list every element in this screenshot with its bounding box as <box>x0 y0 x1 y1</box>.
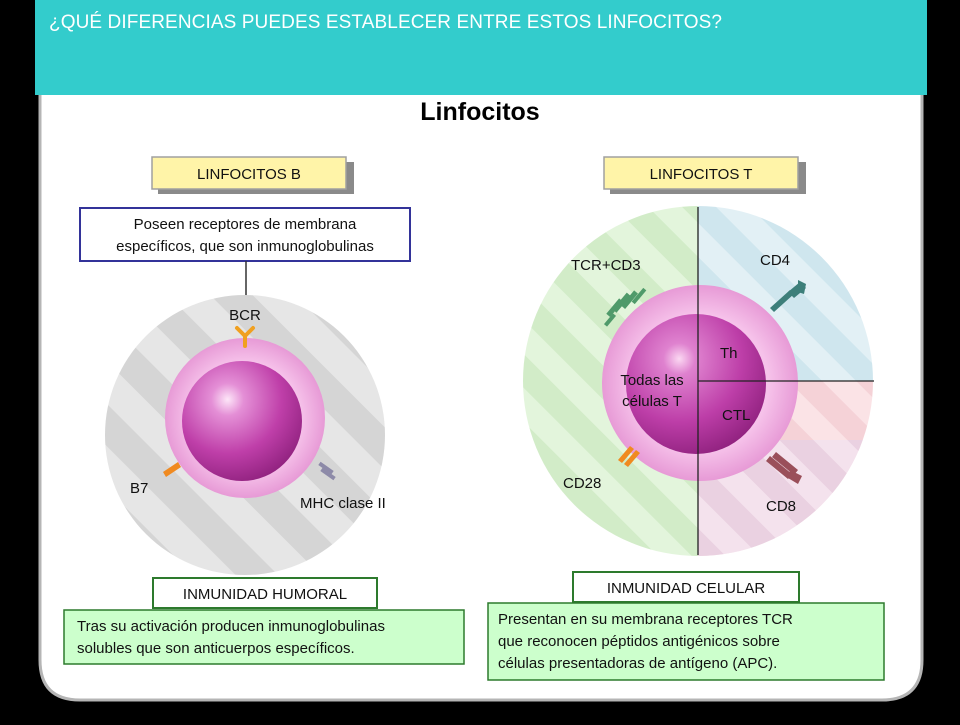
bcr-label: BCR <box>229 307 261 324</box>
t-description-box <box>487 602 885 681</box>
b-cell-nucleus <box>182 361 302 481</box>
t-immunity-label: INMUNIDAD CELULAR <box>607 580 766 597</box>
th-label: Th <box>720 345 738 362</box>
mhc-receptor-icon <box>318 461 336 481</box>
b-receptor-note-line1: Poseen receptores de membrana <box>134 216 357 233</box>
b-receptor-note-line2: específicos, que son inmunoglobulinas <box>116 238 374 255</box>
all-t-cells-label-line1: Todas las <box>620 372 683 389</box>
ctl-label: CTL <box>722 407 750 424</box>
t-description-line2: que reconocen péptidos antigénicos sobre <box>498 633 780 650</box>
mhc-label: MHC clase II <box>300 495 386 512</box>
b-description-line2: solubles que son anticuerpos específicos… <box>77 640 355 657</box>
question-header: ¿QUÉ DIFERENCIAS PUEDES ESTABLECER ENTRE… <box>35 0 927 95</box>
t-description-line1: Presentan en su membrana receptores TCR <box>498 611 793 628</box>
b-immunity-box <box>152 577 378 609</box>
b-description-box <box>63 609 465 665</box>
b-immunity-label: INMUNIDAD HUMORAL <box>183 586 347 603</box>
t-cell-nucleus <box>626 314 766 454</box>
t-heading: LINFOCITOS T <box>650 166 753 183</box>
b7-label: B7 <box>130 480 148 497</box>
cd28-receptor-icon <box>618 446 640 467</box>
tcr-cd3-label: TCR+CD3 <box>571 257 641 274</box>
b-heading-box <box>151 156 347 190</box>
t-immunity-box <box>572 571 800 603</box>
cd4-label: CD4 <box>760 252 790 269</box>
b7-receptor-icon <box>163 462 181 477</box>
cd4-receptor-icon <box>770 280 806 312</box>
bcr-receptor-icon <box>235 326 255 348</box>
b-description-line1: Tras su activación producen inmunoglobul… <box>77 618 385 635</box>
diagram-title: Linfocitos <box>420 98 539 126</box>
cd8-label: CD8 <box>766 498 796 515</box>
b-heading: LINFOCITOS B <box>197 166 301 183</box>
cd28-label: CD28 <box>563 475 601 492</box>
b-receptor-note-box <box>79 207 411 262</box>
all-t-cells-label-line2: células T <box>622 393 682 410</box>
t-heading-box <box>603 156 799 190</box>
tcr-cd3-receptor-icon <box>603 287 647 327</box>
question-title: ¿QUÉ DIFERENCIAS PUEDES ESTABLECER ENTRE… <box>49 12 723 33</box>
cd8-receptor-icon <box>766 452 802 484</box>
t-description-line3: células presentadoras de antígeno (APC). <box>498 655 777 672</box>
